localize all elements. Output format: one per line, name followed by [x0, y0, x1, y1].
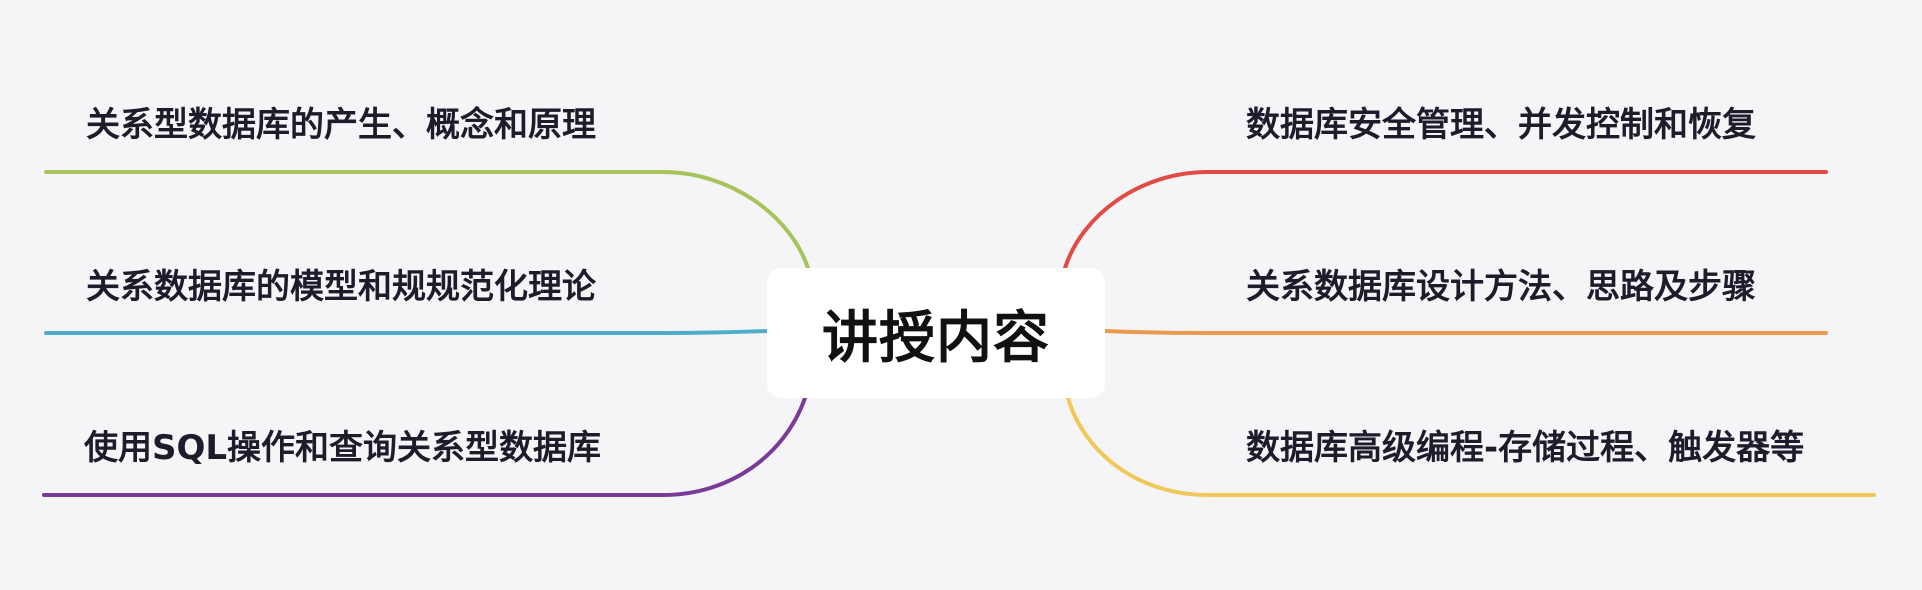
branch-label-left-3[interactable]: 使用SQL操作和查询关系型数据库: [84, 428, 602, 468]
branch-label-right-1[interactable]: 数据库安全管理、并发控制和恢复: [1246, 105, 1756, 145]
branch-line-right-2: [1103, 329, 1828, 335]
central-topic-label: 讲授内容: [822, 305, 1050, 371]
branch-line-right-1: [1063, 170, 1828, 270]
central-topic-node[interactable]: 讲授内容: [767, 268, 1105, 398]
branch-line-left-1: [44, 170, 810, 270]
branch-label-left-1[interactable]: 关系型数据库的产生、概念和原理: [86, 105, 596, 145]
branch-line-right-3: [1066, 396, 1876, 497]
branch-line-left-2: [44, 329, 769, 335]
branch-label-left-2[interactable]: 关系数据库的模型和规规范化理论: [86, 267, 596, 307]
branch-label-right-3[interactable]: 数据库高级编程-存储过程、触发器等: [1246, 428, 1805, 468]
branch-label-right-2[interactable]: 关系数据库设计方法、思路及步骤: [1246, 267, 1756, 307]
branch-line-left-3: [42, 396, 807, 497]
